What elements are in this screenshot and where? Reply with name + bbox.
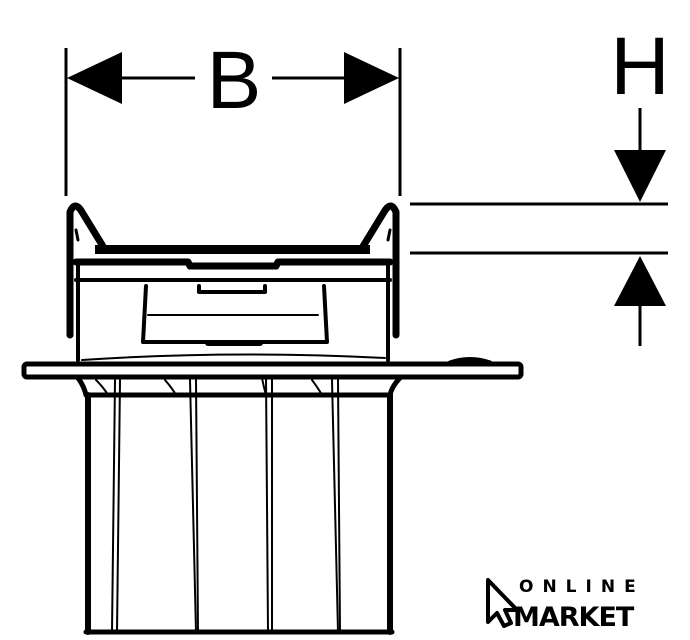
drain-body	[21, 202, 524, 635]
arrow-up-icon	[614, 256, 666, 306]
width-dimension	[64, 48, 402, 196]
logo-line2: MARKET	[513, 602, 635, 633]
cursor-icon	[486, 578, 519, 628]
width-label: B	[207, 35, 262, 126]
logo-line1: ONLINE	[519, 577, 645, 597]
arrow-down-icon	[614, 150, 666, 202]
arrow-right-icon	[344, 52, 399, 104]
arrow-left-icon	[67, 52, 122, 104]
height-label: H	[610, 21, 669, 112]
online-market-logo: ONLINE MARKET	[486, 577, 645, 633]
height-dimension	[410, 108, 668, 346]
